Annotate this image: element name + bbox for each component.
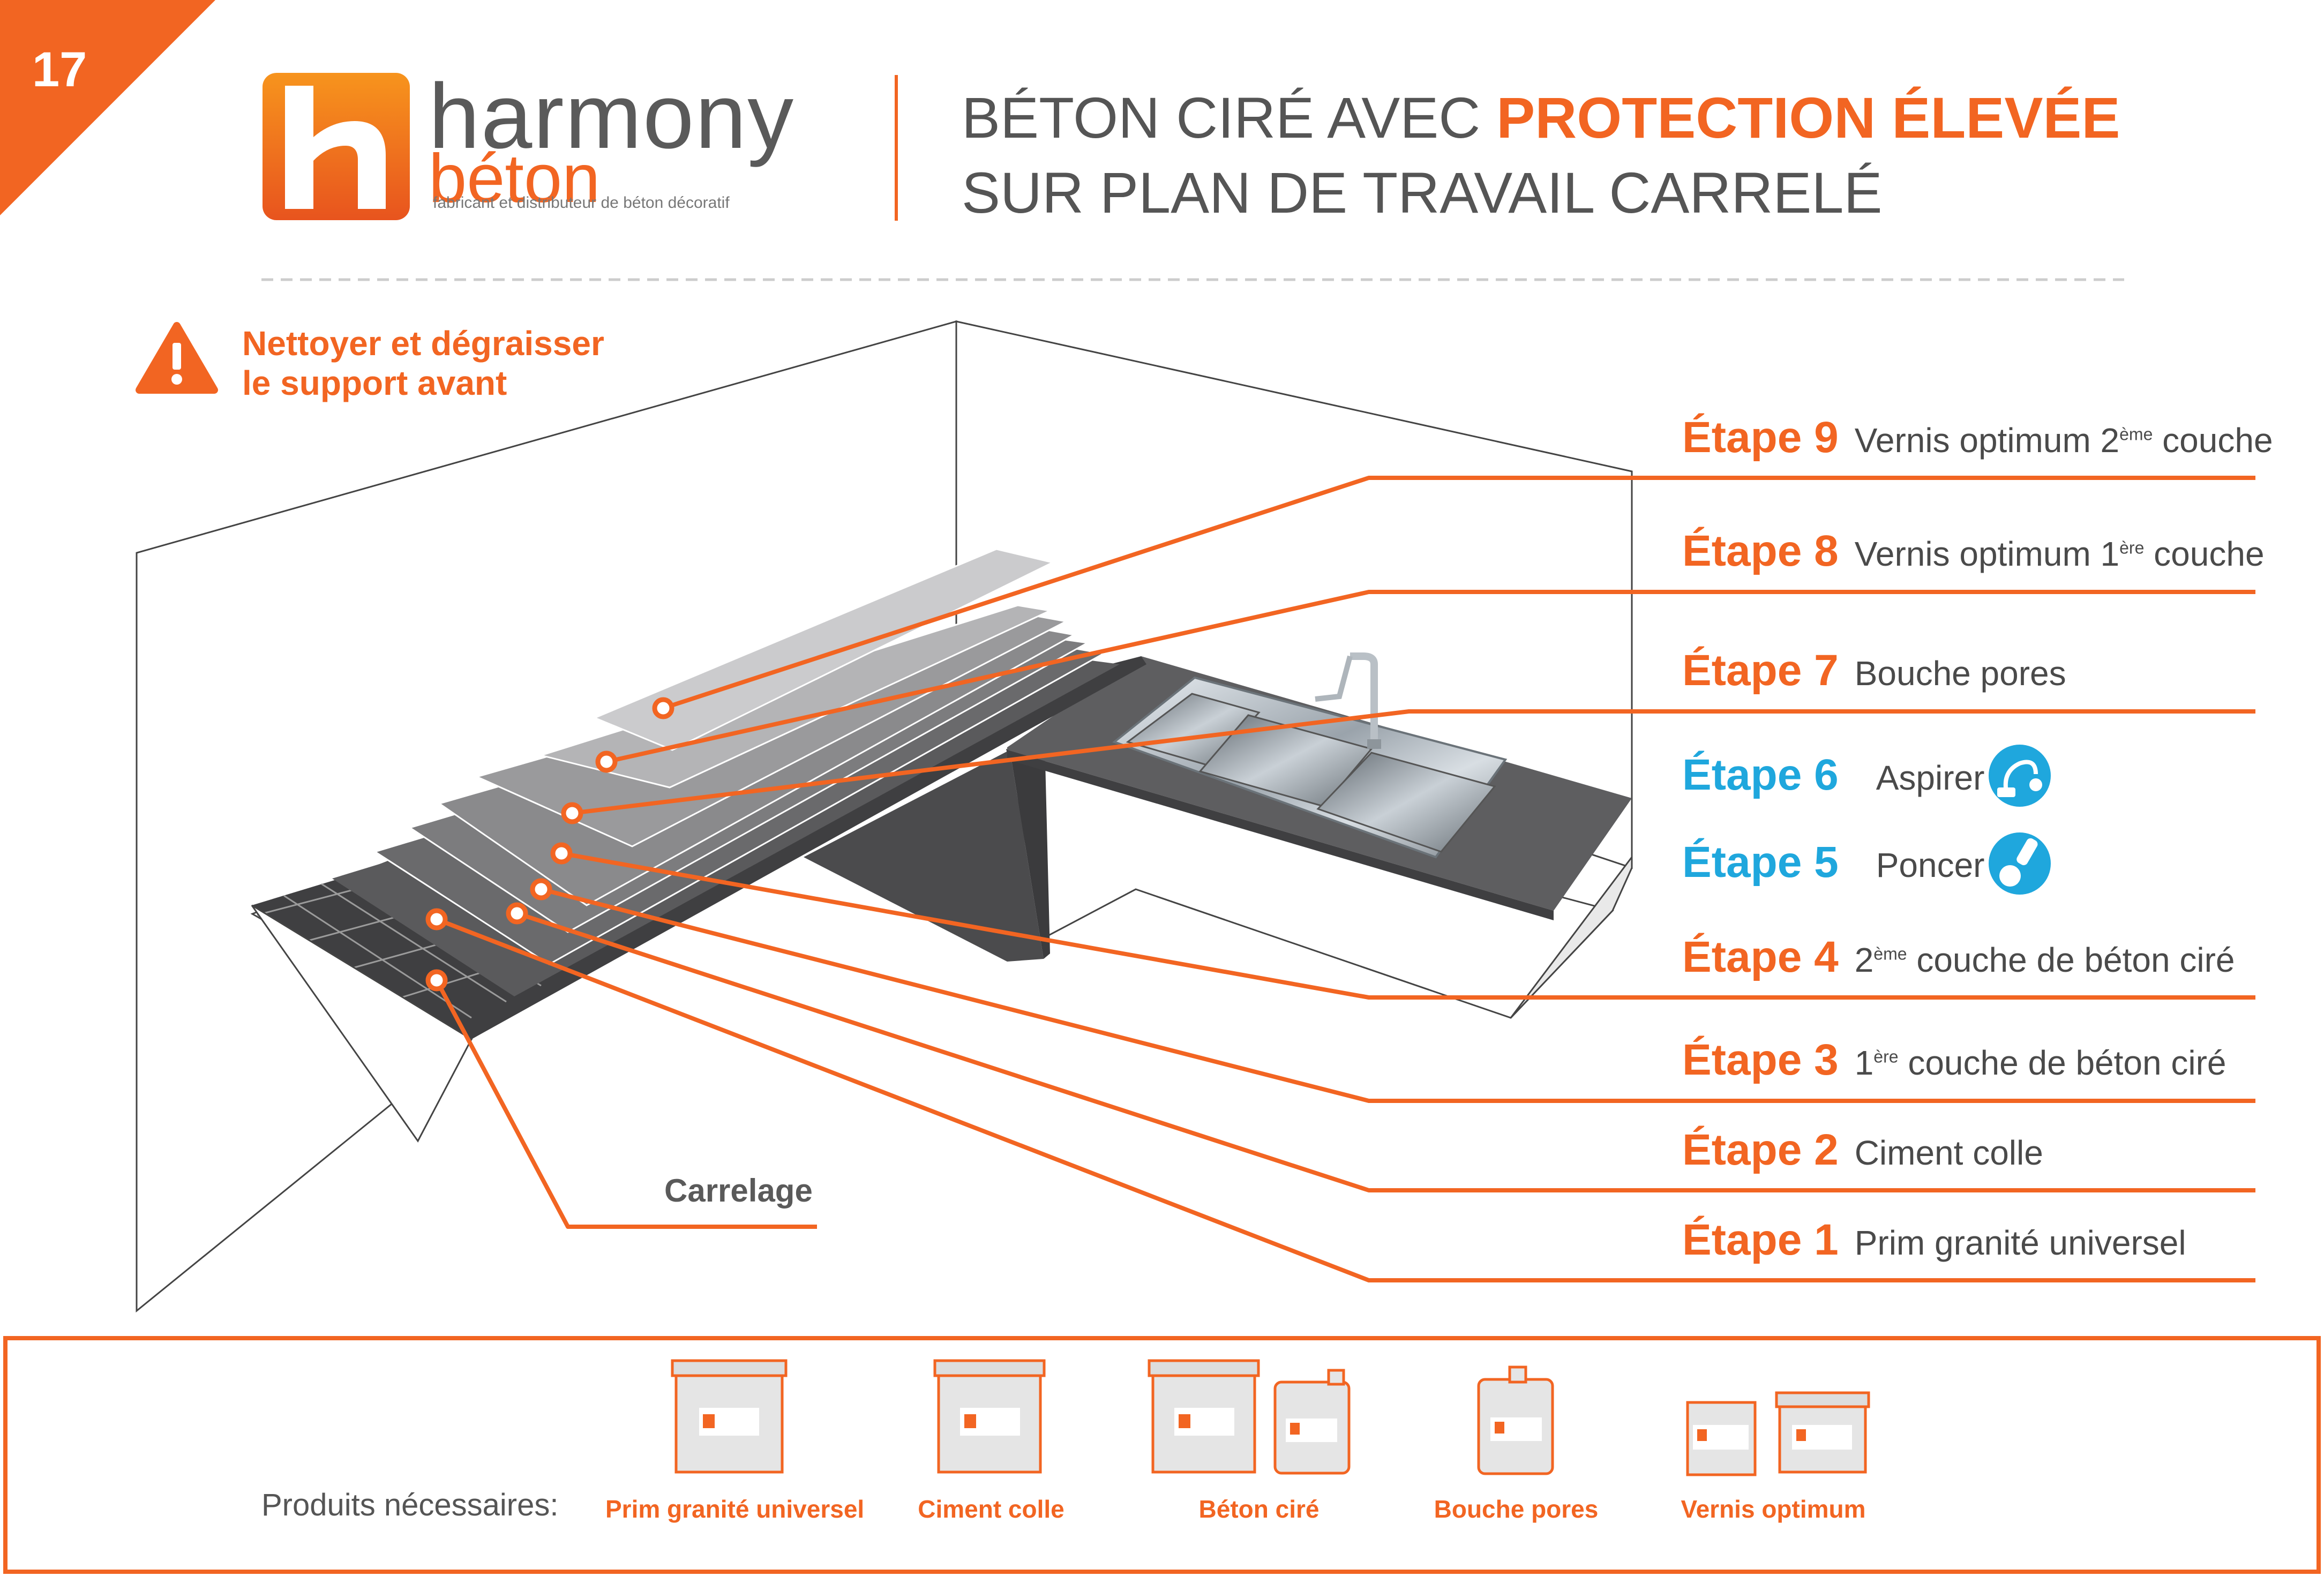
callout-lines bbox=[434, 476, 2255, 1282]
step-8: Étape 8 Vernis optimum 1ère couche bbox=[1682, 526, 2265, 585]
step-label: Étape 2 bbox=[1682, 1125, 1839, 1174]
products-label: Produits nécessaires: bbox=[261, 1488, 559, 1522]
step-description: Vernis optimum 2ème couche bbox=[1854, 421, 2273, 460]
carrelage-label: Carrelage bbox=[664, 1173, 813, 1209]
step-3: Étape 3 1ère couche de béton ciré bbox=[1682, 1035, 2226, 1094]
step-2: Étape 2 Ciment colle bbox=[1682, 1125, 2043, 1184]
callout-dots bbox=[425, 697, 674, 992]
product-name: Prim granité universel bbox=[605, 1495, 865, 1523]
product-name: Béton ciré bbox=[1198, 1495, 1320, 1523]
product-name: Bouche pores bbox=[1434, 1495, 1599, 1523]
layer-vernis2 bbox=[593, 548, 1055, 751]
callout-step3 bbox=[541, 887, 2255, 1103]
step-9: Étape 9 Vernis optimum 2ème couche bbox=[1682, 412, 2273, 471]
product-bucket-ciment bbox=[933, 1359, 1046, 1474]
vacuum-icon bbox=[1989, 745, 2051, 807]
title-line1: BÉTON CIRÉ AVEC PROTECTION ÉLEVÉE bbox=[962, 80, 2120, 155]
brand-subname: béton bbox=[429, 140, 601, 217]
step-description: 2ème couche de béton ciré bbox=[1854, 941, 2235, 979]
callout-step4 bbox=[561, 851, 2255, 1000]
page-title: BÉTON CIRÉ AVEC PROTECTION ÉLEVÉE SUR PL… bbox=[962, 80, 2120, 230]
step-4: Étape 4 2ème couche de béton ciré bbox=[1682, 932, 2235, 991]
step-1: Étape 1 Prim granité universel bbox=[1682, 1215, 2186, 1274]
step-description: Prim granité universel bbox=[1854, 1224, 2186, 1262]
product-bucket-prim bbox=[671, 1359, 788, 1474]
product-jerrycan-beton bbox=[1273, 1369, 1351, 1475]
product-bucket-vernis bbox=[1775, 1391, 1870, 1474]
products-frame bbox=[3, 1336, 2321, 1574]
product-name: Vernis optimum bbox=[1681, 1495, 1866, 1523]
step-label: Étape 3 bbox=[1682, 1035, 1839, 1084]
worktop-support-dark bbox=[804, 750, 1044, 962]
sander-icon bbox=[1989, 832, 2051, 895]
title-line1-normal: BÉTON CIRÉ AVEC bbox=[962, 85, 1497, 150]
product-jerrycan-bouche-pores bbox=[1477, 1365, 1554, 1475]
callout-step8 bbox=[606, 590, 2255, 764]
product-bucket-beton bbox=[1148, 1359, 1260, 1474]
step-description: Ciment colle bbox=[1854, 1134, 2043, 1172]
worktop-layers bbox=[251, 548, 1146, 1143]
step-7: Étape 7 Bouche pores bbox=[1682, 646, 2066, 704]
callout-step2 bbox=[516, 911, 2255, 1192]
step-description: Aspirer bbox=[1876, 759, 1985, 797]
warning-text: Nettoyer et dégraisser le support avant bbox=[242, 324, 604, 403]
step-6: Étape 6 Aspirer bbox=[1682, 750, 1984, 809]
step-5: Étape 5 Poncer bbox=[1682, 837, 1984, 896]
brand-name: harmony bbox=[429, 65, 795, 168]
title-line1-highlight: PROTECTION ÉLEVÉE bbox=[1496, 85, 2120, 150]
product-name: Ciment colle bbox=[918, 1495, 1064, 1523]
callout-step1 bbox=[436, 917, 2255, 1282]
step-label: Étape 9 bbox=[1682, 413, 1839, 462]
callout-step7 bbox=[572, 709, 2255, 815]
warning-line1: Nettoyer et dégraisser bbox=[242, 324, 604, 363]
step-label: Étape 5 bbox=[1682, 838, 1839, 887]
page-number: 17 bbox=[32, 42, 87, 97]
step-label: Étape 8 bbox=[1682, 527, 1839, 575]
step-label: Étape 7 bbox=[1682, 646, 1839, 695]
step-label: Étape 1 bbox=[1682, 1215, 1839, 1264]
page-corner bbox=[0, 0, 215, 215]
step-label: Étape 6 bbox=[1682, 751, 1839, 799]
title-line2: SUR PLAN DE TRAVAIL CARRELÉ bbox=[962, 160, 1883, 225]
step-description: 1ère couche de béton ciré bbox=[1854, 1044, 2226, 1082]
callout-carrelage bbox=[434, 979, 817, 1229]
warning-triangle-icon bbox=[136, 322, 218, 394]
step-description: Bouche pores bbox=[1854, 654, 2066, 693]
sink bbox=[1112, 652, 1508, 859]
brand-tagline: fabricant et distributeur de béton décor… bbox=[433, 194, 730, 212]
step-description: Poncer bbox=[1876, 846, 1985, 884]
product-can-vernis bbox=[1686, 1401, 1757, 1476]
callout-step9 bbox=[662, 476, 2255, 710]
step-label: Étape 4 bbox=[1682, 933, 1839, 981]
warning-line2: le support avant bbox=[242, 364, 507, 402]
step-description: Vernis optimum 1ère couche bbox=[1854, 535, 2265, 573]
